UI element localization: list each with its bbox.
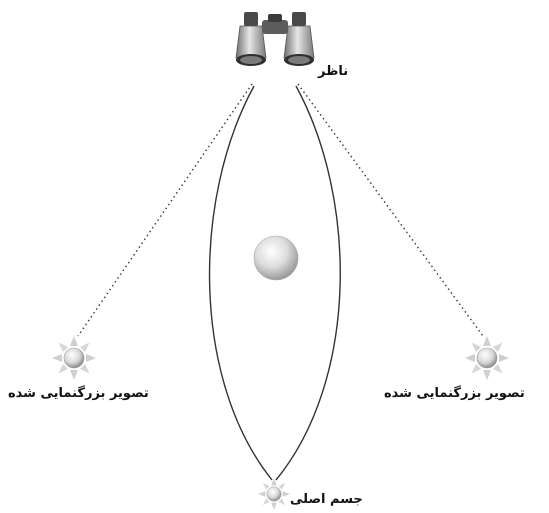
lensing-mass-sphere — [254, 236, 298, 280]
left-image-sun-icon — [52, 336, 96, 380]
right-dotted-sightline — [298, 84, 483, 336]
left-dotted-sightline — [78, 84, 252, 336]
binoculars-icon — [236, 12, 314, 66]
right-image-sun-icon — [465, 336, 509, 380]
left-image-label: تصویر بزرگنمایی شده — [8, 386, 149, 401]
left-light-path — [210, 86, 272, 480]
main-object-label: جسم اصلی — [290, 492, 363, 507]
right-image-label: تصویر بزرگنمایی شده — [384, 386, 525, 401]
observer-label: ناظر — [318, 64, 348, 79]
source-sun-icon — [258, 478, 290, 510]
right-light-path — [276, 86, 340, 480]
